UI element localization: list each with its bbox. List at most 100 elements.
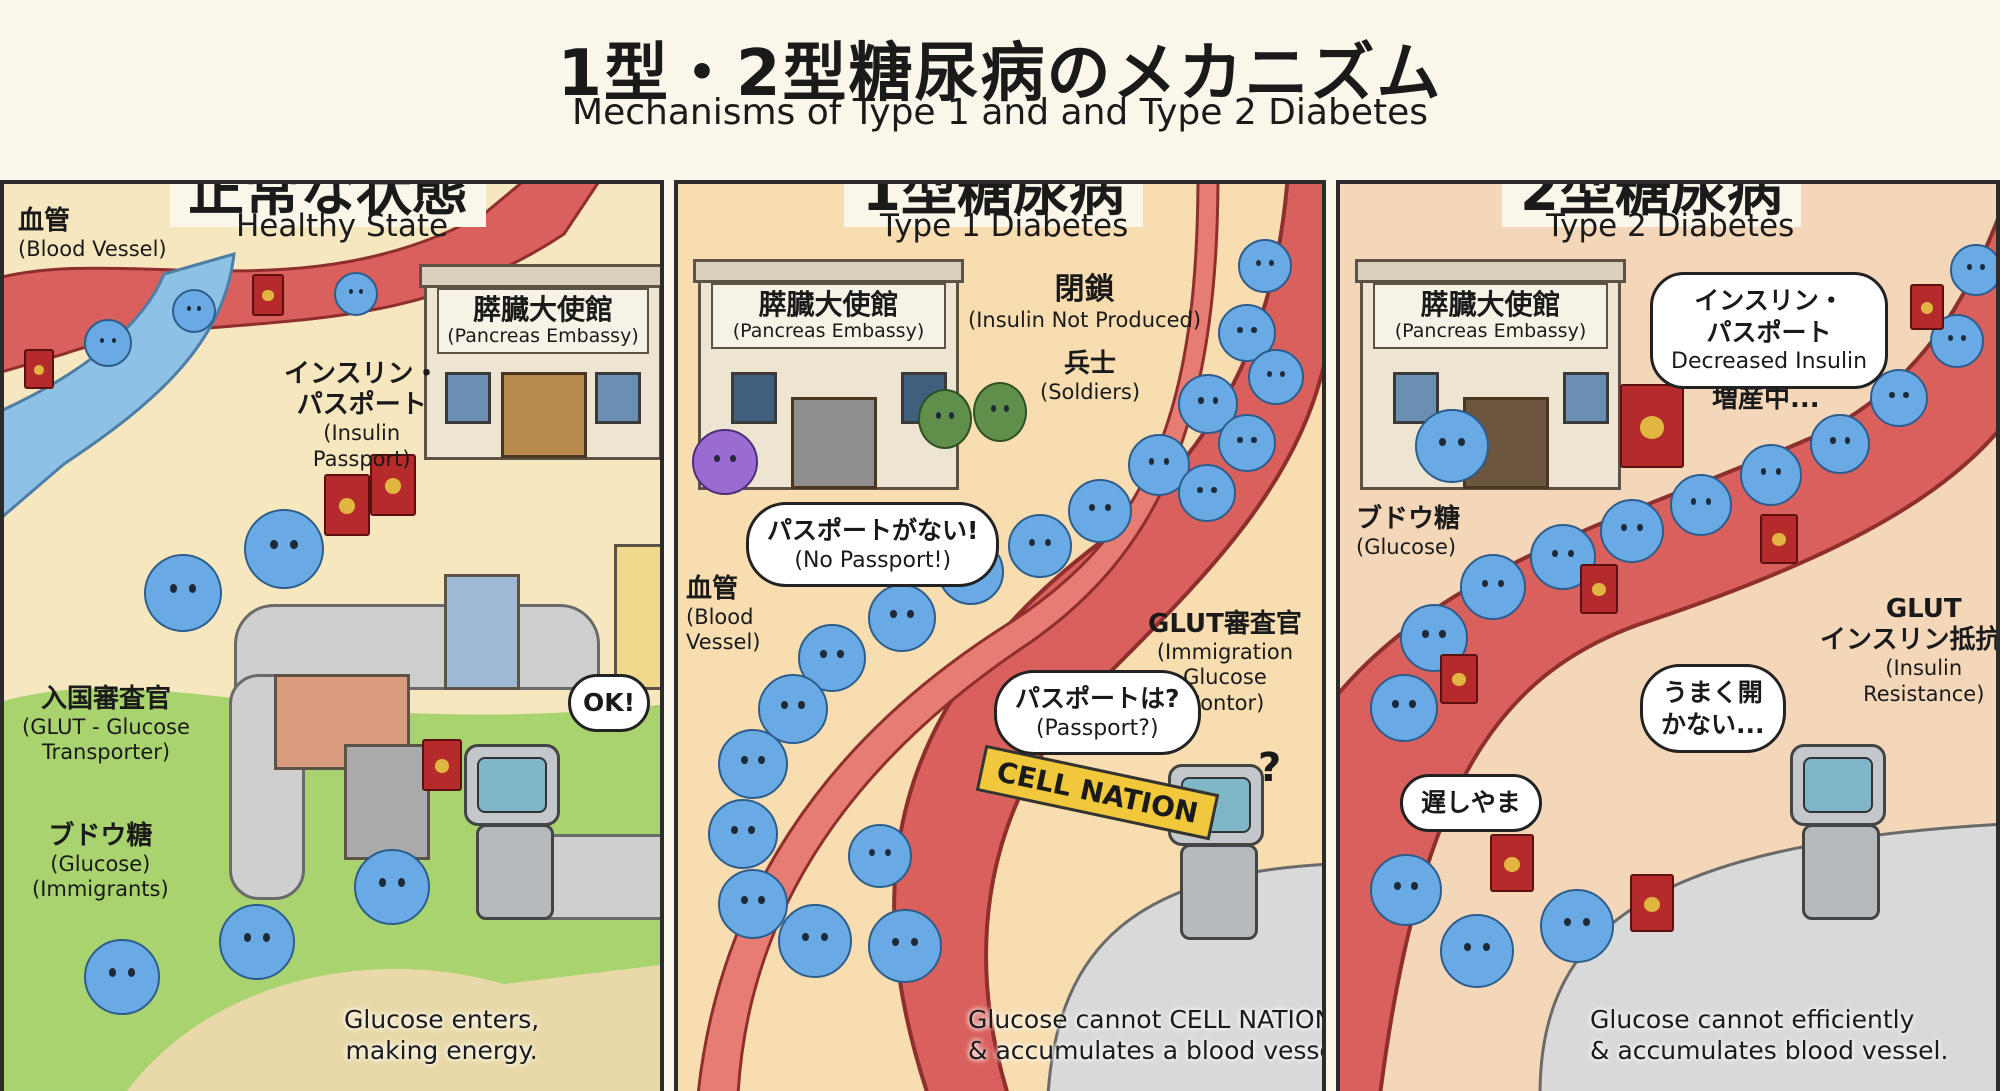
glucose-molecule	[868, 909, 942, 983]
type2-caption: Glucose cannot efficiently & accumulates…	[1590, 1005, 1949, 1066]
insulin-passport	[422, 739, 462, 791]
glucose-molecule	[219, 904, 295, 980]
vessel-label: 血管 (Blood Vessel)	[18, 206, 167, 262]
insulin-passport	[1580, 564, 1618, 614]
glucose-molecule	[1178, 374, 1238, 434]
glut-label: 入国審査官 (GLUT - Glucose Transporter)	[22, 684, 190, 765]
embassy-window	[445, 372, 491, 424]
closed-label: 閉鎖 (Insulin Not Produced)	[968, 272, 1202, 332]
insulin-passport-label: インスリン・ パスポート (Insulin Passport)	[284, 359, 440, 471]
insulin-passport	[1630, 874, 1674, 932]
glucose-molecule	[1740, 444, 1802, 506]
path-ground	[127, 964, 660, 1091]
glucose-molecule	[84, 319, 132, 367]
insulin-passport	[1910, 284, 1944, 330]
pancreas-embassy: 膵臓大使館 (Pancreas Embassy)	[1355, 259, 1626, 490]
glucose-molecule	[172, 289, 216, 333]
panel-type2: 2型糖尿病 Type 2 Diabetes 膵臓大使館 (Pancreas Em…	[1336, 180, 2000, 1091]
insulin-passport	[1440, 654, 1478, 704]
glucose-molecule	[334, 272, 378, 316]
decreased-insulin-bubble: インスリン・ パスポート Decreased Insulin	[1650, 272, 1889, 389]
glucose-molecule	[354, 849, 430, 925]
embassy-window	[1563, 372, 1609, 424]
glucose-molecule	[778, 904, 852, 978]
insulin-passport	[24, 349, 54, 389]
healthy-subtitle: Healthy State	[236, 208, 449, 244]
glucose-molecule	[1950, 244, 1996, 296]
broken-window	[731, 372, 777, 424]
glucose-molecule	[848, 824, 912, 888]
glucose-molecule	[708, 799, 778, 869]
glucose-molecule	[1008, 514, 1072, 578]
blood-vessel	[892, 184, 1322, 1091]
insulin-passport	[252, 274, 284, 316]
glucose-molecule	[1415, 409, 1489, 483]
glucose-molecule	[1810, 414, 1870, 474]
gate	[344, 744, 430, 860]
soldiers-label: 兵士 (Soldiers)	[1040, 349, 1141, 405]
glucose-molecule	[1670, 474, 1732, 536]
glucose-molecule	[1540, 889, 1614, 963]
type2-title: 2型糖尿病	[1502, 184, 1801, 227]
insulin-passport	[1620, 384, 1684, 468]
vessel-label: 血管 (Blood Vessel)	[686, 574, 761, 655]
glucose-molecule	[1068, 479, 1132, 543]
embassy-door	[501, 372, 587, 458]
insulin-passport	[370, 454, 416, 516]
glucose-molecule	[144, 554, 222, 632]
factory-building	[614, 544, 660, 690]
wont-open-bubble: うまく開 かない...	[1640, 664, 1786, 753]
soldier	[918, 389, 972, 449]
type1-title: 1型糖尿病	[844, 184, 1143, 227]
glucose-molecule	[84, 939, 160, 1015]
insulin-resistance-label: GLUT インスリン抵抗性 (Insulin Resistance)	[1820, 594, 2000, 706]
producing-label: 増産中...	[1712, 384, 1820, 414]
glucose-molecule	[1460, 554, 1526, 620]
insulin-passport	[1760, 514, 1798, 564]
ok-bubble: OK!	[568, 674, 651, 732]
healthy-caption: Glucose enters, making energy.	[344, 1005, 540, 1066]
glucose-molecule	[1178, 464, 1236, 522]
question-mark: ?	[1258, 745, 1282, 791]
embassy-sign: 膵臓大使館 (Pancreas Embassy)	[711, 283, 946, 350]
glucose-label: ブドウ糖 (Glucose)	[1356, 504, 1461, 560]
no-passport-bubble: パスポートがない! (No Passport!)	[746, 502, 1000, 587]
embassy-sign: 膵臓大使館 (Pancreas Embassy)	[437, 288, 649, 355]
glucose-molecule	[718, 869, 788, 939]
slow-bubble: 遅しやま	[1400, 774, 1542, 832]
header: 1型・2型糖尿病のメカニズム Mechanisms of Type 1 and …	[0, 0, 2000, 175]
closed-door	[791, 397, 877, 489]
panel-type1: 1型糖尿病 Type 1 Diabetes 膵臓大使館 (Pancreas Em…	[674, 180, 1326, 1091]
glucose-molecule	[244, 509, 324, 589]
glucose-molecule	[868, 584, 936, 652]
blood-vessel-edge	[696, 184, 1220, 1091]
glut-robot-resistant	[1760, 724, 1910, 944]
glucose-molecule	[718, 729, 788, 799]
glucose-molecule	[1238, 239, 1292, 293]
glut-robot	[434, 724, 584, 944]
insulin-passport	[324, 474, 370, 536]
glucose-molecule	[1218, 414, 1276, 472]
type1-subtitle: Type 1 Diabetes	[880, 208, 1129, 244]
glucose-label: ブドウ糖 (Glucose) (Immigrants)	[32, 821, 169, 902]
page-subtitle: Mechanisms of Type 1 and and Type 2 Diab…	[572, 92, 1428, 133]
glucose-molecule	[1440, 914, 1514, 988]
panel-healthy: 正常な状態 Healthy State 血管 (Blood Vessel) 膵臓…	[0, 180, 664, 1091]
insulin-passport	[1490, 834, 1534, 892]
embassy-sign: 膵臓大使館 (Pancreas Embassy)	[1373, 283, 1608, 350]
factory-building	[444, 574, 520, 690]
ask-passport-bubble: パスポートは? (Passport?)	[994, 670, 1201, 755]
virus	[692, 429, 758, 495]
glucose-molecule	[1370, 674, 1438, 742]
page-title: 1型・2型糖尿病のメカニズム	[557, 37, 1443, 111]
type1-caption: Glucose cannot CELL NATION & accumulates…	[968, 1005, 1326, 1066]
type2-subtitle: Type 2 Diabetes	[1546, 208, 1795, 244]
soldier	[973, 382, 1027, 442]
glucose-molecule	[1370, 854, 1442, 926]
glucose-molecule	[1600, 499, 1664, 563]
healthy-title: 正常な状態	[170, 184, 486, 227]
glucose-molecule	[1248, 349, 1304, 405]
glucose-molecule	[1870, 369, 1928, 427]
embassy-window	[595, 372, 641, 424]
pancreas-embassy: 膵臓大使館 (Pancreas Embassy)	[419, 264, 660, 460]
